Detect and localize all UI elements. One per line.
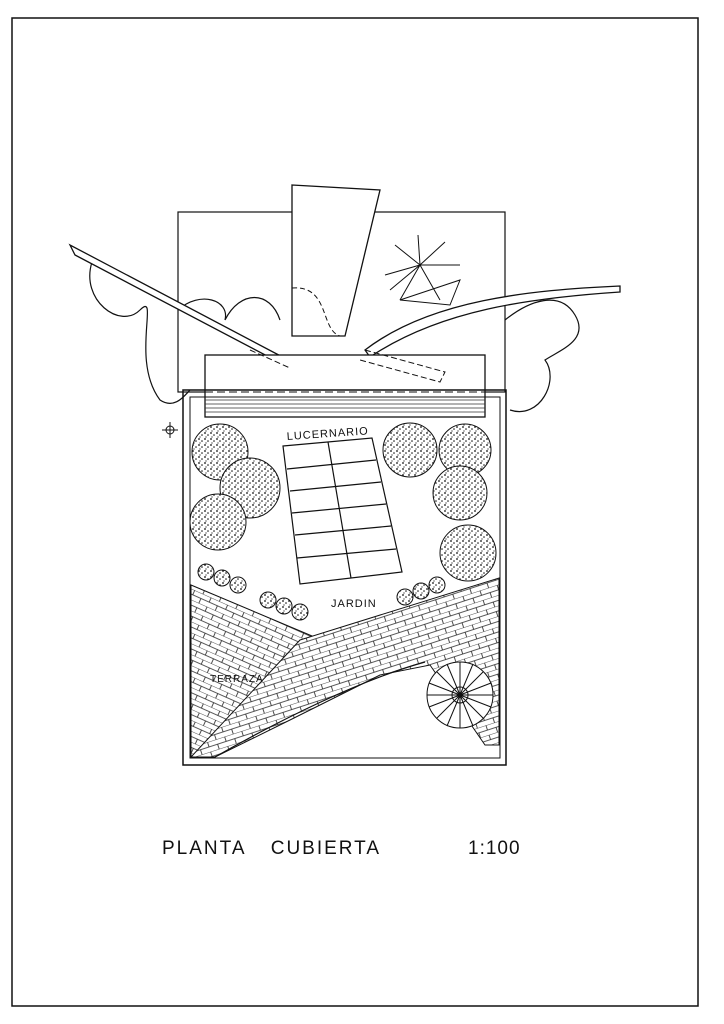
tower-wedge <box>291 184 381 337</box>
tower-dashed-curve <box>291 287 341 337</box>
shrub <box>197 563 215 581</box>
skylight <box>282 437 403 585</box>
drawing-title: PLANTA CUBIERTA <box>162 838 382 859</box>
tree <box>382 422 438 478</box>
garden-label: JARDIN <box>331 598 377 610</box>
terrace-curve-edge <box>214 661 426 758</box>
drawing-scale: 1:100 <box>468 838 521 859</box>
terrace-band-paving <box>189 577 500 758</box>
right-beam <box>364 285 621 358</box>
shrub <box>412 582 430 600</box>
shrub <box>213 569 231 587</box>
shrub <box>275 597 293 615</box>
right-canopy-outline <box>504 299 580 413</box>
shrub <box>396 588 414 606</box>
reference-mark-icon <box>162 422 178 438</box>
skylight-label: LUCERNARIO <box>286 425 369 443</box>
roof-band <box>204 354 486 418</box>
parapet <box>189 396 501 759</box>
shrub <box>259 591 277 609</box>
palm-shadow <box>399 279 461 306</box>
spiral-staircase <box>426 661 494 729</box>
terrace-label: TERRAZA <box>210 674 264 685</box>
tree <box>432 465 488 521</box>
sheet-frame <box>11 17 699 1007</box>
left-canopy-outline <box>89 261 281 404</box>
roof-gutter <box>205 399 485 413</box>
shrub <box>291 603 309 621</box>
tree <box>189 493 247 551</box>
main-roof-outline <box>182 389 507 766</box>
trees <box>189 422 497 621</box>
tree <box>439 524 497 582</box>
shrub <box>428 576 446 594</box>
palm-tree <box>384 234 460 301</box>
shrub <box>229 576 247 594</box>
